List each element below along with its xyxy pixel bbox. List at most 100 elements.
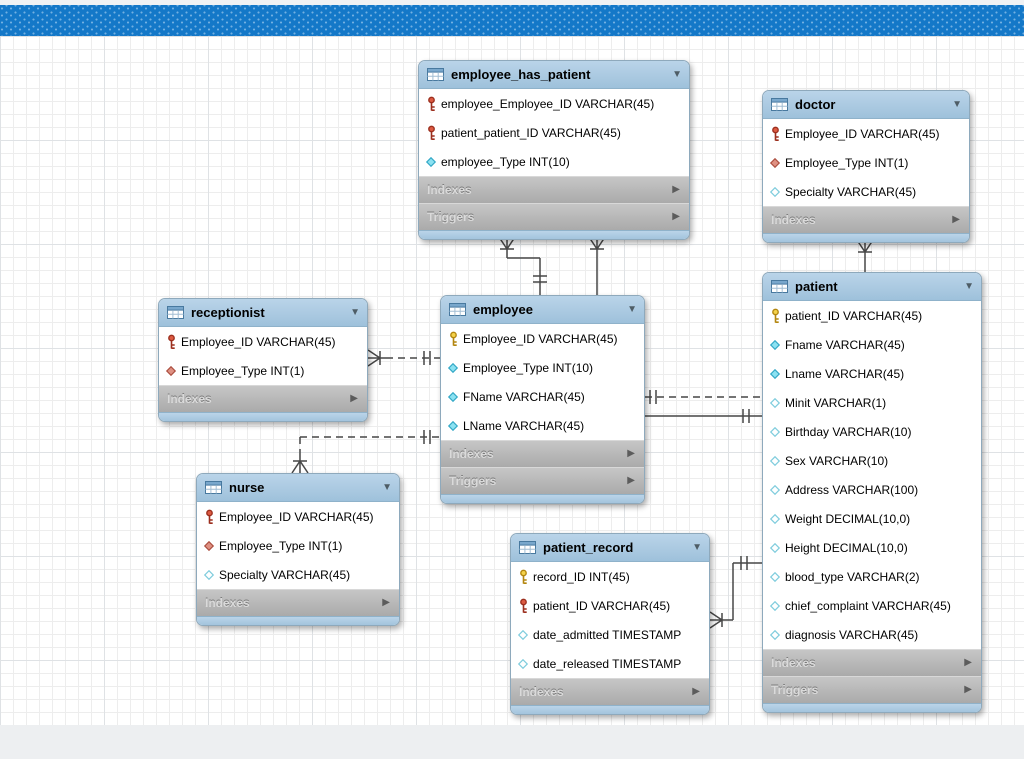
column-row[interactable]: FName VARCHAR(45) (441, 382, 644, 411)
section-label: Indexes (771, 213, 816, 227)
collapse-arrow-icon[interactable]: ▼ (627, 303, 637, 315)
table-header[interactable]: patient▼ (763, 273, 981, 301)
relationship-employee-to-patient[interactable] (645, 390, 762, 404)
column-label: Height DECIMAL(10,0) (785, 540, 908, 555)
expand-arrow-icon[interactable]: ▶ (964, 684, 972, 695)
collapse-arrow-icon[interactable]: ▼ (952, 98, 962, 110)
column-row[interactable]: Employee_Type INT(1) (197, 531, 399, 560)
relationship-nurse-to-employee[interactable] (291, 430, 440, 474)
table-employee_has_patient[interactable]: employee_has_patient▼employee_Employee_I… (418, 60, 690, 240)
column-row[interactable]: diagnosis VARCHAR(45) (763, 620, 981, 649)
expand-arrow-icon[interactable]: ▶ (672, 211, 680, 222)
column-row[interactable]: Employee_Type INT(1) (159, 356, 367, 385)
table-patient[interactable]: patient▼patient_ID VARCHAR(45)Fname VARC… (762, 272, 982, 713)
column-row[interactable]: patient_ID VARCHAR(45) (511, 591, 709, 620)
window-top-strip (0, 0, 1024, 5)
column-row[interactable]: Employee_ID VARCHAR(45) (159, 327, 367, 356)
expand-arrow-icon[interactable]: ▶ (627, 475, 635, 486)
column-row[interactable]: Fname VARCHAR(45) (763, 330, 981, 359)
table-header[interactable]: receptionist▼ (159, 299, 367, 327)
expand-arrow-icon[interactable]: ▶ (952, 214, 960, 225)
column-label: Minit VARCHAR(1) (785, 395, 887, 410)
column-row[interactable]: employee_Employee_ID VARCHAR(45) (419, 89, 689, 118)
table-patient_record[interactable]: patient_record▼record_ID INT(45) patient_… (510, 533, 710, 715)
expand-arrow-icon[interactable]: ▶ (692, 686, 700, 697)
table-icon (771, 280, 788, 293)
column-row[interactable]: Employee_Type INT(1) (763, 148, 969, 177)
table-employee[interactable]: employee▼Employee_ID VARCHAR(45)Employee… (440, 295, 645, 504)
expand-arrow-icon[interactable]: ▶ (964, 657, 972, 668)
column-label: date_released TIMESTAMP (533, 656, 682, 671)
cardinality-one-icon (649, 390, 657, 404)
relationship-patient_record-to-patient[interactable] (709, 556, 762, 629)
collapse-arrow-icon[interactable]: ▼ (350, 306, 360, 318)
section-indexes[interactable]: Indexes▶ (441, 440, 644, 467)
collapse-arrow-icon[interactable]: ▼ (964, 280, 974, 292)
column-row[interactable]: Minit VARCHAR(1) (763, 388, 981, 417)
column-row[interactable]: Employee_Type INT(10) (441, 353, 644, 382)
relationship-employee_has_patient-to-patient[interactable] (588, 236, 762, 423)
table-icon (427, 68, 444, 81)
column-label: patient_ID VARCHAR(45) (533, 598, 671, 613)
diamond-hollow-icon (769, 571, 781, 583)
section-indexes[interactable]: Indexes▶ (763, 649, 981, 676)
expand-arrow-icon[interactable]: ▶ (382, 597, 390, 608)
column-row[interactable]: employee_Type INT(10) (419, 147, 689, 176)
table-header[interactable]: patient_record▼ (511, 534, 709, 562)
section-indexes[interactable]: Indexes ▶ (159, 385, 367, 412)
section-indexes[interactable]: Indexes ▶ (763, 206, 969, 233)
table-header[interactable]: employee_has_patient▼ (419, 61, 689, 89)
column-row[interactable]: Height DECIMAL(10,0) (763, 533, 981, 562)
table-header[interactable]: employee▼ (441, 296, 644, 324)
column-row[interactable]: Lname VARCHAR(45) (763, 359, 981, 388)
section-triggers[interactable]: Triggers▶ (441, 467, 644, 494)
section-indexes[interactable]: Indexes▶ (511, 678, 709, 705)
table-nurse[interactable]: nurse▼Employee_ID VARCHAR(45)Employee_Ty… (196, 473, 400, 626)
relationship-doctor-to-patient[interactable] (856, 239, 874, 272)
column-row[interactable]: LName VARCHAR(45) (441, 411, 644, 440)
section-label: Indexes (167, 392, 212, 406)
column-label: Address VARCHAR(100) (785, 482, 919, 497)
column-row[interactable]: Employee_ID VARCHAR(45) (763, 119, 969, 148)
table-header[interactable]: doctor▼ (763, 91, 969, 119)
table-doctor[interactable]: doctor▼Employee_ID VARCHAR(45)Employee_T… (762, 90, 970, 243)
diamond-cyan-filled-icon (769, 339, 781, 351)
expand-arrow-icon[interactable]: ▶ (672, 184, 680, 195)
diamond-hollow-icon (203, 569, 215, 581)
section-triggers[interactable]: Triggers▶ (419, 203, 689, 230)
section-indexes[interactable]: Indexes ▶ (197, 589, 399, 616)
expand-arrow-icon[interactable]: ▶ (350, 393, 358, 404)
column-row[interactable]: Employee_ID VARCHAR(45) (441, 324, 644, 353)
column-row[interactable]: patient_patient_ID VARCHAR(45) (419, 118, 689, 147)
column-row[interactable]: Employee_ID VARCHAR(45) (197, 502, 399, 531)
section-label: Indexes (205, 596, 250, 610)
collapse-arrow-icon[interactable]: ▼ (692, 541, 702, 553)
table-receptionist[interactable]: receptionist▼Employee_ID VARCHAR(45)Empl… (158, 298, 368, 422)
column-row[interactable]: Weight DECIMAL(10,0) (763, 504, 981, 533)
column-row[interactable]: Specialty VARCHAR(45) (197, 560, 399, 589)
column-row[interactable]: date_admitted TIMESTAMP (511, 620, 709, 649)
diamond-hollow-icon (769, 629, 781, 641)
table-header[interactable]: nurse▼ (197, 474, 399, 502)
key-red-icon (425, 96, 437, 112)
column-row[interactable]: patient_ID VARCHAR(45) (763, 301, 981, 330)
column-row[interactable]: Specialty VARCHAR(45) (763, 177, 969, 206)
key-red-icon (165, 334, 177, 350)
collapse-arrow-icon[interactable]: ▼ (672, 68, 682, 80)
column-row[interactable]: record_ID INT(45) (511, 562, 709, 591)
column-row[interactable]: chief_complaint VARCHAR(45) (763, 591, 981, 620)
relationship-employee_has_patient-to-employee[interactable] (498, 236, 547, 295)
column-row[interactable]: Address VARCHAR(100) (763, 475, 981, 504)
diamond-cyan-filled-icon (769, 368, 781, 380)
section-label: Indexes (427, 183, 472, 197)
column-row[interactable]: blood_type VARCHAR(2) (763, 562, 981, 591)
expand-arrow-icon[interactable]: ▶ (627, 448, 635, 459)
section-triggers[interactable]: Triggers▶ (763, 676, 981, 703)
relationship-receptionist-to-employee[interactable] (367, 349, 440, 367)
column-row[interactable]: Birthday VARCHAR(10) (763, 417, 981, 446)
column-row[interactable]: Sex VARCHAR(10) (763, 446, 981, 475)
section-indexes[interactable]: Indexes ▶ (419, 176, 689, 203)
column-row[interactable]: date_released TIMESTAMP (511, 649, 709, 678)
collapse-arrow-icon[interactable]: ▼ (382, 481, 392, 493)
table-footer (441, 494, 644, 503)
